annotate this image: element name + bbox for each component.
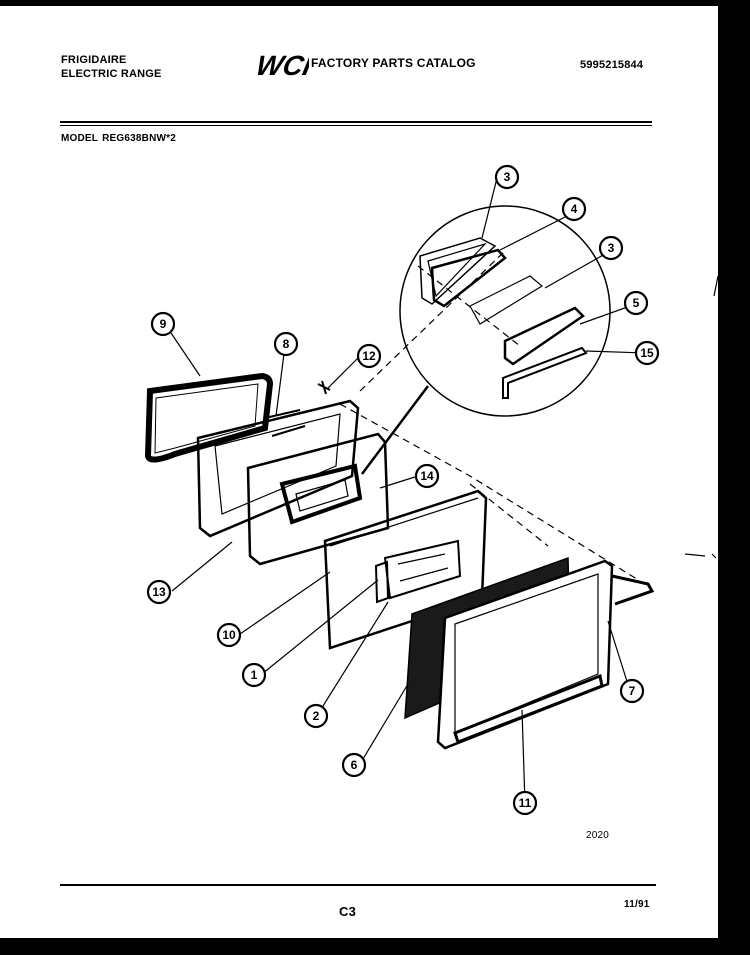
callout-9: 9 bbox=[150, 311, 176, 337]
svg-text:4: 4 bbox=[571, 202, 578, 216]
detail-magnifier bbox=[399, 205, 611, 417]
catalog-title: FACTORY PARTS CATALOG bbox=[311, 56, 476, 70]
callout-3-top: 3 bbox=[494, 164, 520, 190]
leader-detail-3a bbox=[481, 177, 498, 239]
svg-text:11: 11 bbox=[519, 796, 532, 810]
leader-6 bbox=[359, 683, 409, 765]
door-handle-bracket-1 bbox=[374, 560, 390, 604]
door-gasket-9 bbox=[144, 372, 274, 463]
inner-window-glass bbox=[295, 479, 349, 512]
scan-marks bbox=[684, 275, 718, 559]
callout-2: 2 bbox=[303, 703, 329, 729]
detail-frame-4 bbox=[430, 248, 507, 308]
leader-detail-3b bbox=[544, 249, 613, 289]
callout-7: 7 bbox=[619, 678, 645, 704]
callout-6: 6 bbox=[341, 752, 367, 778]
leader-2 bbox=[317, 601, 389, 715]
diagram-code: 2020 bbox=[586, 830, 610, 841]
leader-8 bbox=[275, 345, 286, 417]
callout-11: 11 bbox=[512, 790, 538, 816]
detail-glass-3 bbox=[469, 275, 544, 325]
brand-name: FRIGIDAIRE bbox=[61, 54, 127, 66]
callout-5: 5 bbox=[623, 290, 649, 316]
detail-frame-3 bbox=[419, 237, 497, 305]
footer-rule bbox=[60, 884, 656, 886]
main-door-panel-10-edge bbox=[329, 497, 479, 547]
door-liner-8 bbox=[196, 399, 360, 538]
wci-logo: WCI bbox=[253, 50, 309, 80]
leader-detail-4 bbox=[499, 211, 576, 251]
svg-text:1: 1 bbox=[251, 668, 258, 682]
svg-text:5: 5 bbox=[633, 296, 640, 310]
assembly-lines bbox=[339, 250, 641, 582]
callout-14: 14 bbox=[414, 463, 440, 489]
svg-text:9: 9 bbox=[160, 317, 167, 331]
window-reflections bbox=[397, 553, 449, 582]
callout-4: 4 bbox=[561, 196, 587, 222]
leader-10 bbox=[239, 571, 331, 635]
svg-text:14: 14 bbox=[420, 469, 434, 483]
model-number: REG638BNW*2 bbox=[102, 133, 176, 144]
door-gasket-9-inner bbox=[154, 383, 259, 454]
outer-door-frame-7-inner bbox=[454, 573, 599, 734]
leader-14 bbox=[379, 475, 419, 489]
leader-12 bbox=[327, 357, 359, 389]
door-liner-8-panel bbox=[214, 413, 341, 515]
inner-window-frame bbox=[279, 463, 363, 525]
product-type: ELECTRIC RANGE bbox=[61, 68, 162, 80]
svg-text:15: 15 bbox=[640, 346, 654, 360]
callout-13: 13 bbox=[146, 579, 172, 605]
svg-text:13: 13 bbox=[152, 585, 166, 599]
leader-7 bbox=[607, 620, 631, 692]
callout-15: 15 bbox=[634, 340, 660, 366]
header-rule-top bbox=[60, 121, 652, 123]
leader-1 bbox=[261, 579, 379, 675]
leader-13 bbox=[171, 541, 233, 592]
door-trim-7-end bbox=[611, 574, 655, 606]
svg-text:10: 10 bbox=[222, 628, 236, 642]
callout-12: 12 bbox=[356, 343, 382, 369]
svg-text:12: 12 bbox=[362, 349, 376, 363]
svg-text:3: 3 bbox=[504, 170, 511, 184]
callout-10: 10 bbox=[216, 622, 242, 648]
outer-door-frame-7 bbox=[436, 559, 614, 750]
door-trim-11 bbox=[453, 673, 604, 744]
page-code: C3 bbox=[339, 904, 357, 919]
parts-catalog-page: FRIGIDAIRE ELECTRIC RANGE WCI FACTORY PA… bbox=[0, 6, 718, 938]
callout-3-glass: 3 bbox=[598, 235, 624, 261]
magnifier-leader bbox=[361, 385, 429, 475]
leader-11 bbox=[521, 709, 526, 805]
main-door-window bbox=[383, 539, 462, 600]
detail-channel-15 bbox=[502, 346, 588, 399]
svg-text:2: 2 bbox=[313, 709, 320, 723]
svg-text:8: 8 bbox=[283, 337, 290, 351]
inner-door-panel-14 bbox=[246, 432, 390, 566]
header-rule-bottom bbox=[60, 125, 652, 126]
revision-date: 11/91 bbox=[624, 899, 650, 910]
svg-text:7: 7 bbox=[629, 684, 636, 698]
model-label: MODEL bbox=[61, 133, 99, 144]
callout-1: 1 bbox=[241, 662, 267, 688]
svg-text:WCI: WCI bbox=[253, 50, 309, 80]
exploded-view-drawing: 1 2 3 4 3 5 15 9 8 12 14 13 10 7 6 11 bbox=[144, 164, 718, 816]
catalog-number: 5995215844 bbox=[580, 59, 644, 71]
main-door-panel-10 bbox=[323, 489, 488, 650]
svg-text:3: 3 bbox=[608, 241, 615, 255]
door-liner-8-slots bbox=[264, 409, 306, 437]
detail-frame-5 bbox=[503, 306, 585, 366]
callout-8: 8 bbox=[273, 331, 299, 357]
screw-12 bbox=[317, 380, 331, 395]
svg-text:6: 6 bbox=[351, 758, 358, 772]
